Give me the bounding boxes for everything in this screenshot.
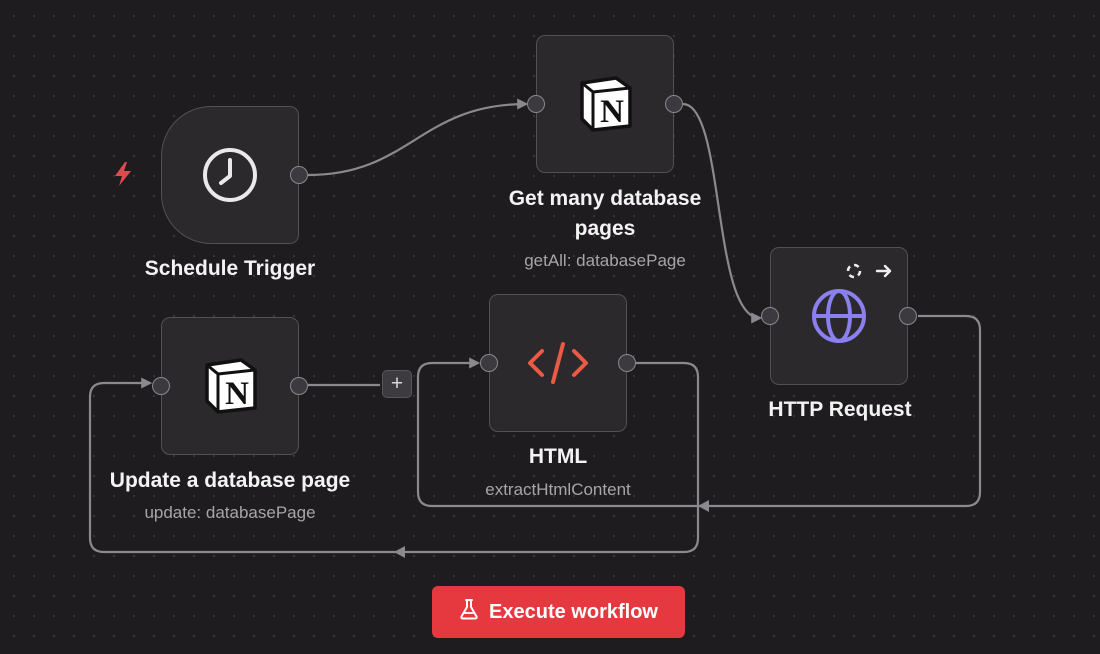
node-subtitle: getAll: databasePage bbox=[524, 251, 686, 270]
arrow-right-icon[interactable] bbox=[875, 262, 893, 280]
svg-text:N: N bbox=[600, 94, 624, 130]
output-handle[interactable] bbox=[618, 354, 636, 372]
node-schedule-trigger[interactable] bbox=[161, 106, 308, 244]
input-handle[interactable] bbox=[152, 377, 170, 395]
input-handle[interactable] bbox=[527, 95, 545, 113]
node-title: Schedule Trigger bbox=[144, 257, 316, 280]
node-title-line1: Get many database bbox=[508, 187, 702, 210]
svg-text:N: N bbox=[225, 376, 249, 412]
node-title: HTML bbox=[528, 445, 588, 468]
notion-logo-icon: N bbox=[162, 318, 298, 454]
node-subtitle: extractHtmlContent bbox=[485, 480, 631, 499]
add-node-button[interactable]: + bbox=[382, 370, 412, 398]
node-title: Update a database page bbox=[109, 469, 351, 492]
output-handle[interactable] bbox=[665, 95, 683, 113]
node-http-request[interactable] bbox=[761, 247, 917, 385]
notion-logo-icon: N bbox=[537, 36, 673, 172]
output-handle[interactable] bbox=[899, 307, 917, 325]
node-html[interactable] bbox=[480, 294, 636, 432]
node-update-database-page[interactable]: N bbox=[152, 317, 308, 455]
code-icon bbox=[490, 295, 626, 431]
edge-get-pages-to-http bbox=[682, 102, 763, 324]
edge-direction-arrow bbox=[698, 500, 709, 512]
output-handle[interactable] bbox=[290, 377, 308, 395]
execute-workflow-label: Execute workflow bbox=[489, 600, 658, 623]
node-title: HTTP Request bbox=[768, 398, 912, 421]
input-handle[interactable] bbox=[480, 354, 498, 372]
edge-direction-arrow bbox=[394, 546, 405, 558]
node-title-line2: pages bbox=[574, 217, 636, 240]
clock-icon bbox=[162, 107, 298, 243]
flask-icon bbox=[459, 598, 479, 626]
node-actions bbox=[845, 262, 893, 280]
focus-icon[interactable] bbox=[845, 262, 863, 280]
trigger-bolt-icon bbox=[112, 161, 134, 192]
execute-workflow-button[interactable]: Execute workflow bbox=[432, 586, 685, 638]
node-get-many-database-pages[interactable]: N bbox=[527, 35, 683, 173]
input-handle[interactable] bbox=[761, 307, 779, 325]
globe-icon bbox=[771, 248, 907, 384]
node-subtitle: update: databasePage bbox=[144, 503, 316, 522]
edge-schedule-to-get-pages bbox=[307, 98, 529, 177]
output-handle[interactable] bbox=[290, 166, 308, 184]
